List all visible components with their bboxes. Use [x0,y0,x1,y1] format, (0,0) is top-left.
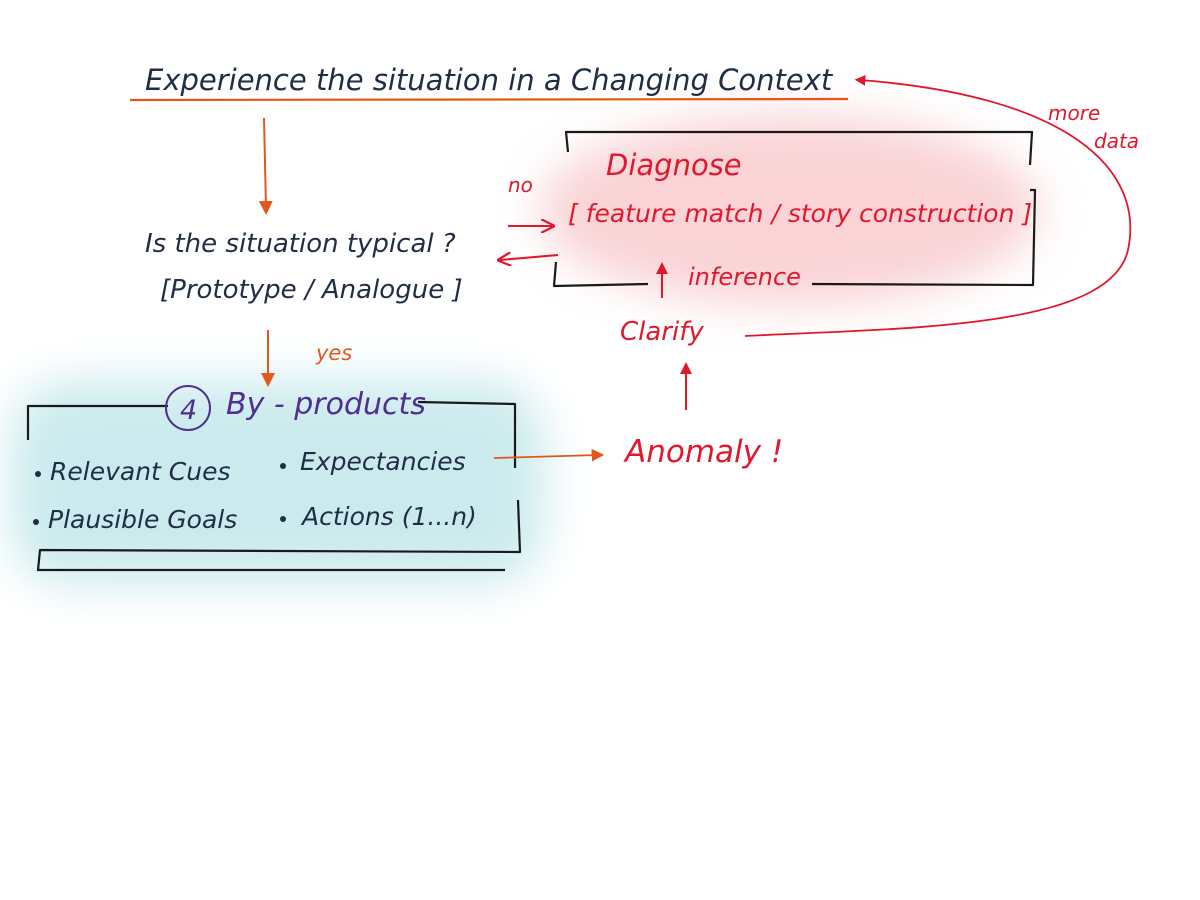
title-text: Experience the situation in a Changing C… [145,63,834,97]
anomaly-label: Anomaly ! [623,434,783,470]
question-line2: [Prototype / Analogue ] [160,275,463,305]
byproducts-number-circle [165,385,211,431]
title-underline [129,97,849,102]
question-line1: Is the situation typical ? [145,229,456,259]
item-actions: Actions (1...n) [300,502,477,531]
arrow-expectancies-to-anomaly [493,448,605,462]
more-data-label-line1: more [1048,101,1100,125]
arrow-more-data-loop [744,75,1132,337]
bullet-expectancies [280,463,286,469]
more-data-label-line2: data [1094,129,1139,153]
clarify-label: Clarify [620,317,704,347]
inference-label: inference [688,263,801,291]
item-expectancies: Expectancies [300,447,466,476]
item-relevant-cues: Relevant Cues [50,457,231,486]
bullet-relevant-cues [35,471,41,477]
byproducts-title: By - products [226,387,426,422]
diagnose-title: Diagnose [606,148,742,182]
diagnose-bracket-box [552,130,1037,288]
item-plausible-goals: Plausible Goals [48,505,237,534]
bullet-plausible-goals [33,519,39,525]
arrow-to-question [258,117,273,215]
diagnose-subtitle: [ feature match / story construction ] [568,199,1032,228]
byproducts-number: 4 [180,395,197,426]
byproducts-highlight [10,380,545,585]
bullet-actions [280,516,286,522]
yes-label: yes [315,341,352,365]
diagnose-highlight [540,115,1040,305]
no-label: no [508,173,533,197]
byproducts-bracket-box [26,400,522,572]
arrow-diagnose-back [500,255,559,260]
